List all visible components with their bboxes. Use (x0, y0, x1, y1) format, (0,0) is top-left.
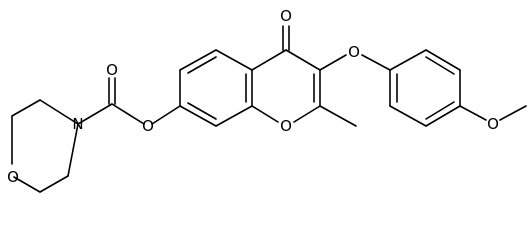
bond (179, 105, 217, 127)
bond (187, 102, 217, 120)
atom-label-carbamate-carbonyl-oxygen: O (106, 61, 118, 79)
bond (251, 105, 279, 123)
atom-label-layer: O N O O O O O O (7, 7, 499, 186)
bond (187, 56, 217, 74)
bond (319, 54, 347, 71)
bond (425, 56, 455, 75)
bond (499, 105, 527, 121)
bond (67, 123, 79, 177)
atom-label-ring-oxygen: O (280, 117, 292, 135)
bond (111, 103, 145, 125)
bond (285, 49, 321, 71)
bond (215, 105, 253, 127)
bond (459, 105, 487, 121)
bond (151, 105, 181, 125)
molecule-canvas: O N O O O O O O (7, 7, 527, 193)
bond (11, 99, 41, 117)
bond (293, 105, 321, 123)
bond (389, 49, 427, 71)
bond (425, 105, 461, 127)
bond (179, 49, 217, 71)
atom-label-morpholine-oxygen: O (7, 168, 19, 186)
structure-diagram: O N O O O O O O (7, 7, 527, 193)
atom-label-ketone-oxygen: O (280, 7, 292, 25)
bond (425, 101, 455, 120)
bond (39, 175, 69, 193)
bond (77, 103, 113, 125)
bond (361, 54, 391, 71)
bond (39, 99, 79, 125)
bond (215, 49, 253, 71)
bond (425, 49, 461, 71)
bond (389, 105, 427, 127)
atom-label-ether-oxygen: O (348, 43, 360, 61)
atom-label-morpholine-nitrogen: N (72, 115, 83, 133)
bond (319, 105, 357, 127)
bond (251, 49, 287, 71)
atom-label-methoxy-oxygen: O (487, 115, 499, 133)
bond (13, 176, 41, 193)
bond-layer (11, 25, 527, 193)
atom-label-carbamate-ester-oxygen: O (142, 117, 154, 135)
